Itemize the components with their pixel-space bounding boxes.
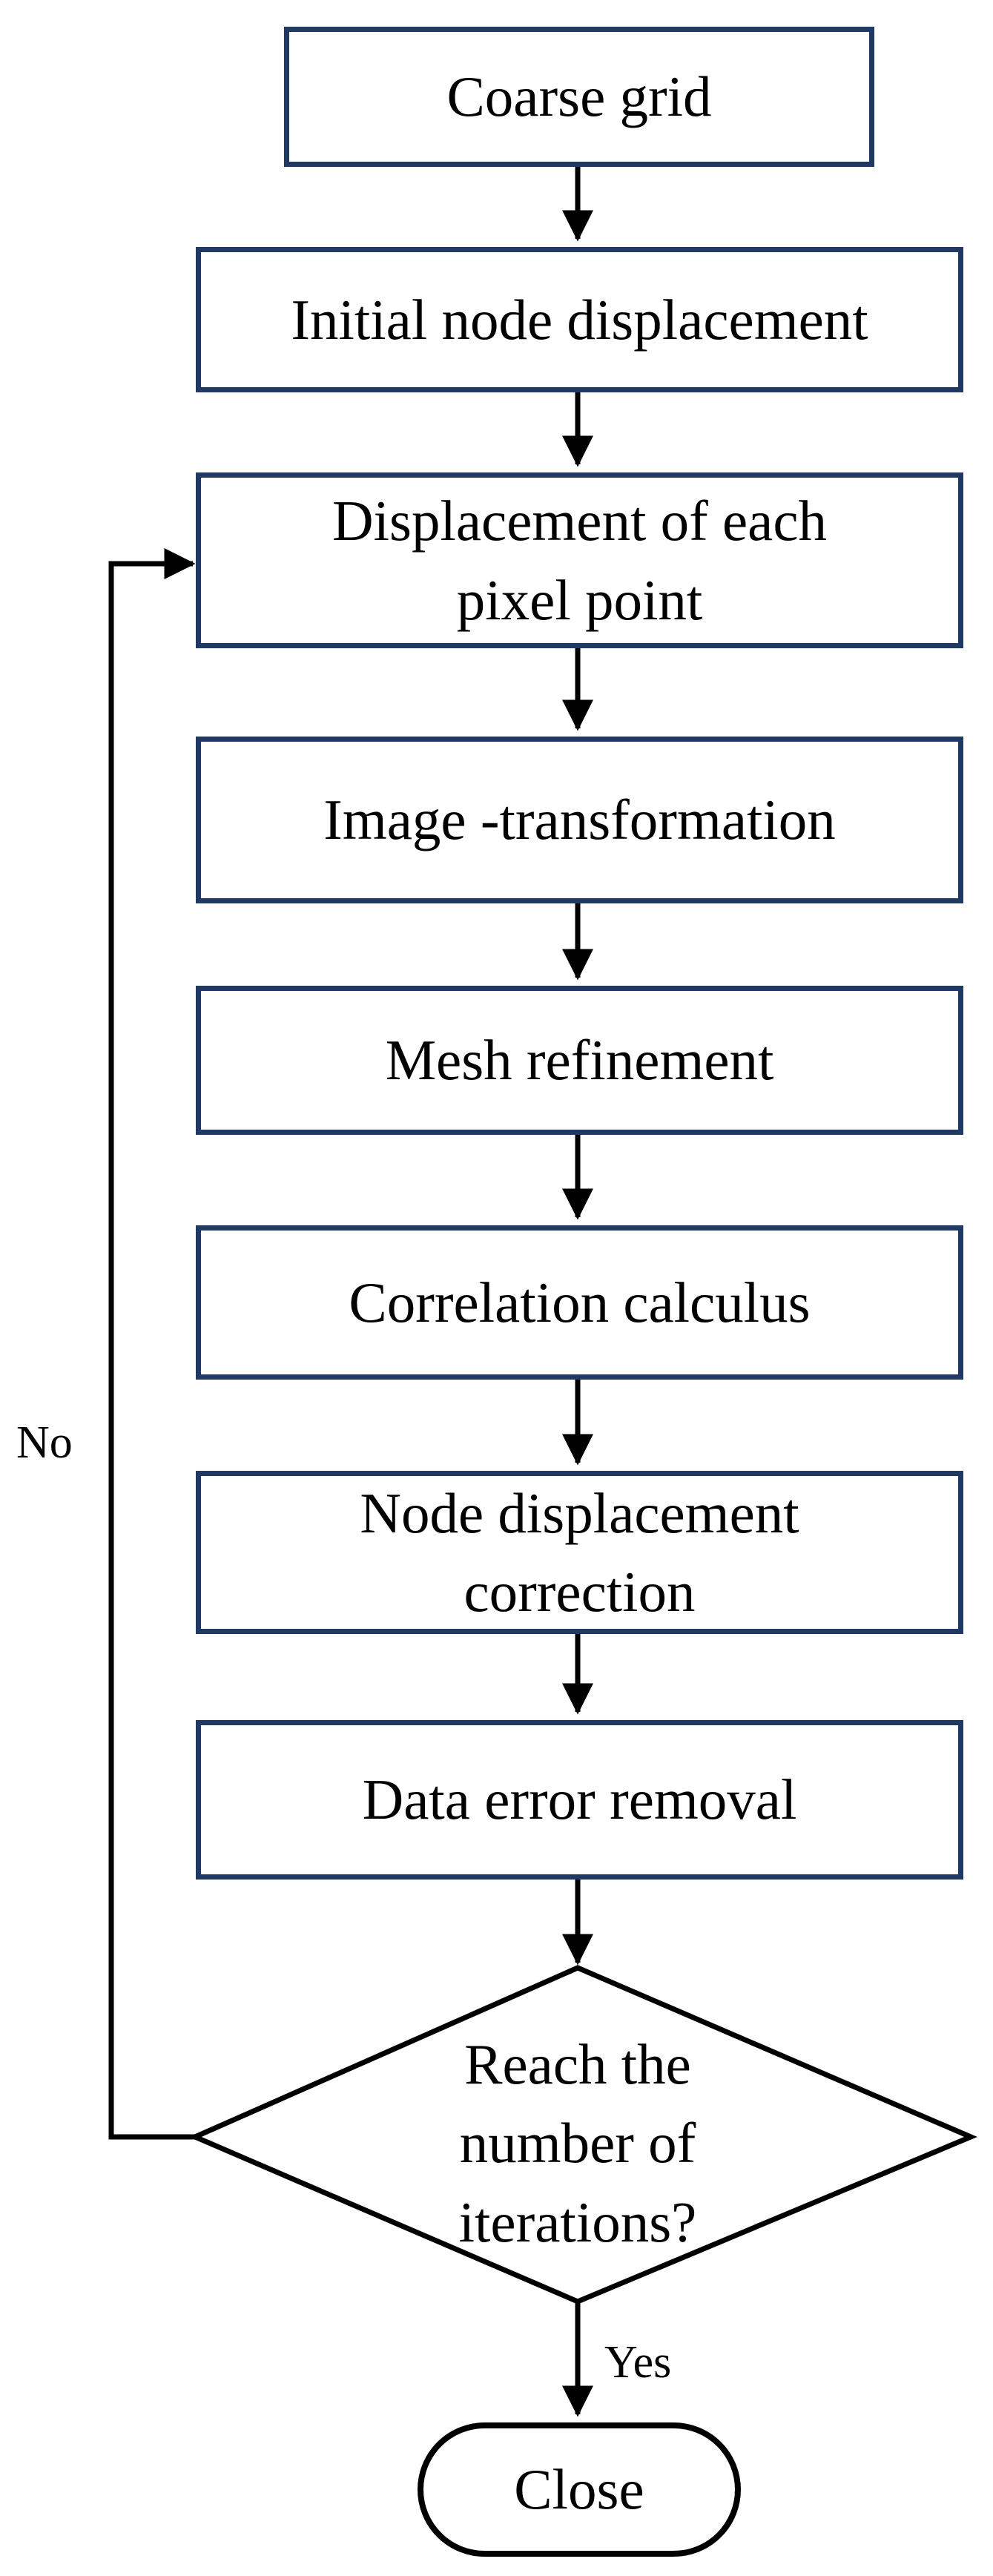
- node-node-displacement-correction: Node displacement correction: [196, 1471, 963, 1634]
- node-correlation-calculus: Correlation calculus: [196, 1225, 963, 1380]
- node-data-error-removal: Data error removal: [196, 1720, 963, 1880]
- node-image-transformation: Image -transformation: [196, 737, 963, 903]
- node-close: Close: [418, 2422, 741, 2557]
- arrow-no-loop-back: [108, 548, 196, 2140]
- edge-label-no: No: [16, 1417, 73, 1468]
- node-initial-node-displacement: Initial node displacement: [196, 247, 963, 392]
- decision-label: Reach the number of iterations?: [458, 2032, 697, 2254]
- decision-diamond-shape: [188, 1965, 977, 2305]
- edge-label-yes: Yes: [604, 2337, 672, 2388]
- node-coarse-grid: Coarse grid: [284, 27, 874, 167]
- node-mesh-refinement: Mesh refinement: [196, 986, 963, 1135]
- node-pixel-displacement: Displacement of each pixel point: [196, 472, 963, 648]
